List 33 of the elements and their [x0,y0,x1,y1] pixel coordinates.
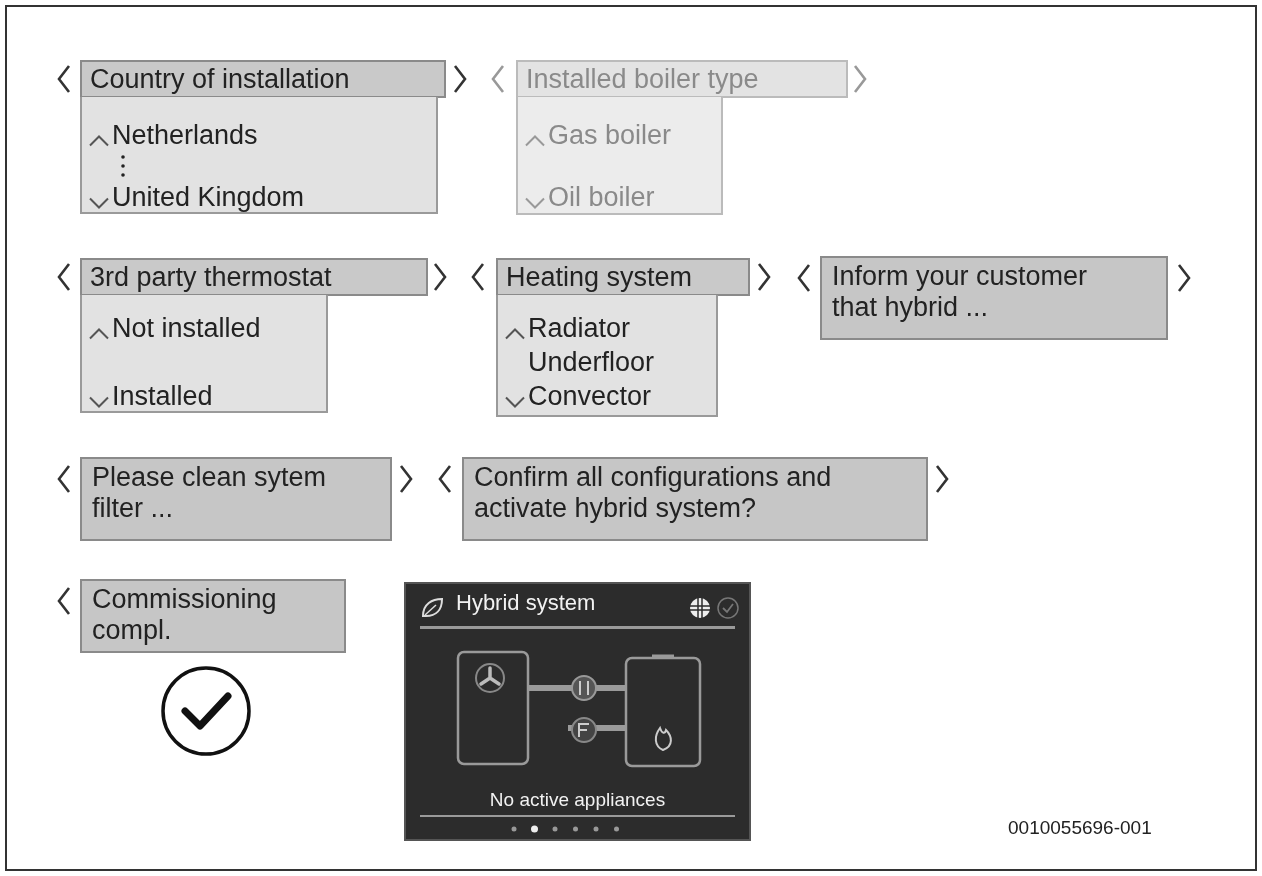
option-text: Convector [528,380,652,412]
option-text: Oil boiler [548,181,655,213]
option-text: United Kingdom [112,181,305,213]
display-screen [404,582,751,841]
message-text: Inform your customer that hybrid ... [832,261,1089,324]
screen-header-bar [516,60,848,98]
message-text: Confirm all configurations and activate hybrid system? [474,462,833,525]
option-list-panel [80,97,438,214]
screen-header-bar [496,258,750,296]
screen-title: Hybrid system [456,590,596,616]
message-box [80,579,346,653]
screen-heading: Country of installation [90,64,350,94]
message-box [80,457,392,541]
option-list-panel [516,97,723,215]
message-box [820,256,1168,340]
option-text: Gas boiler [548,119,672,151]
option-text: Underfloor [528,346,655,378]
figure-number: 0010055696-001 [1008,817,1152,839]
option-text: Installed [112,380,213,412]
status-text: No active appliances [488,789,667,811]
option-list-panel [496,295,718,417]
screen-heading: Installed boiler type [526,64,759,94]
message-text: Please clean sytem filter ... [92,462,328,525]
message-box [462,457,928,541]
option-text: Not installed [112,312,261,344]
screen-header-bar [80,60,446,98]
screen-heading: Heating system [506,262,693,292]
option-list-panel [80,295,328,413]
option-text: Radiator [528,312,631,344]
option-text: Netherlands [112,119,258,151]
screen-heading: 3rd party thermostat [90,262,332,292]
message-text: Commissioning compl. [92,584,278,647]
screen-header-bar [80,258,428,296]
